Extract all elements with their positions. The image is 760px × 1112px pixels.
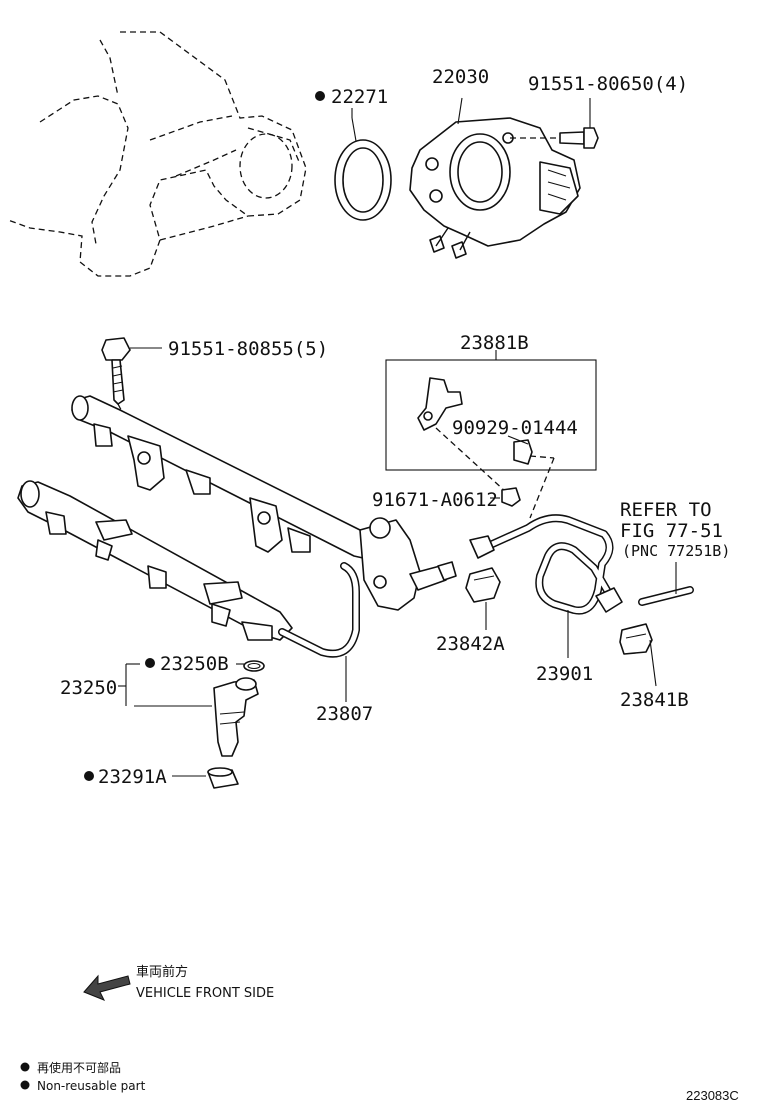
legend-english: Non-reusable part [37, 1079, 146, 1093]
refer-text-line2: FIG 77-51 [620, 520, 723, 542]
front-direction-indicator: 車両前方 VEHICLE FRONT SIDE [83, 964, 274, 1001]
throttle-body-part [409, 97, 581, 259]
fuel-hose-part [469, 514, 623, 658]
connector-hose-stub-part [638, 562, 694, 606]
refer-text-line1: REFER TO [620, 499, 712, 521]
non-reusable-mark [84, 771, 94, 781]
intake-manifold-outline [7, 31, 307, 277]
illustration-code: 223083C [686, 1088, 739, 1103]
lower-fuel-rail-part [17, 480, 293, 641]
non-reusable-mark [315, 91, 325, 101]
callout-23291a: 23291A [98, 766, 167, 788]
legend: 再使用不可部品 Non-reusable part [20, 1060, 146, 1093]
gasket-22271-part [334, 108, 392, 221]
callout-23250b: 23250B [160, 653, 229, 675]
callout-23841b: 23841B [620, 689, 689, 711]
bracket-kit-part [385, 350, 597, 519]
callout-22271: 22271 [331, 86, 388, 108]
insulator-part [172, 767, 239, 789]
throttle-bolt-part [510, 98, 599, 149]
legend-japanese: 再使用不可部品 [37, 1060, 121, 1075]
oring-part [236, 660, 265, 672]
callout-91551-80650: 91551-80650(4) [528, 73, 688, 95]
callout-23881b: 23881B [460, 332, 529, 354]
callout-23842a: 23842A [436, 633, 505, 655]
refer-text-line3: (PNC 77251B) [622, 542, 730, 560]
upper-fuel-rail-part [71, 395, 457, 611]
front-arrow-icon [83, 974, 131, 1001]
injector-group-bracket [118, 663, 140, 706]
callout-22030: 22030 [432, 66, 489, 88]
callout-23250: 23250 [60, 677, 117, 699]
clamp-23841b-part [619, 623, 657, 687]
rail-bolt-part [101, 337, 162, 447]
callout-91671-a0612: 91671-A0612 [372, 489, 498, 511]
legend-dot-icon [20, 1062, 30, 1072]
callout-90929-01444: 90929-01444 [452, 417, 578, 439]
bracket-bolt-part [490, 487, 521, 507]
non-reusable-mark [145, 658, 155, 668]
front-label-japanese: 車両前方 [136, 964, 188, 980]
callout-23807: 23807 [316, 703, 373, 725]
delivery-pipe-part [278, 562, 360, 702]
clamp-23842a-part [465, 567, 501, 630]
front-label-english: VEHICLE FRONT SIDE [136, 986, 274, 1001]
injector-part [134, 677, 259, 757]
callout-23901: 23901 [536, 663, 593, 685]
callout-91551-80855: 91551-80855(5) [168, 338, 328, 360]
legend-dot-icon [20, 1080, 30, 1090]
